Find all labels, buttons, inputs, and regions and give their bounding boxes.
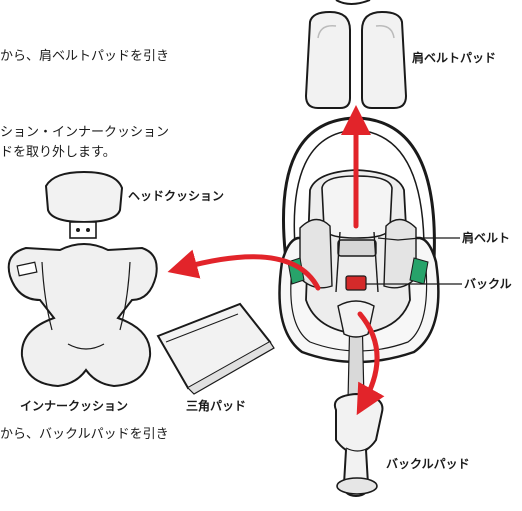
label-shoulder-belt-pad: 肩ベルトパッド xyxy=(412,51,497,65)
instruction-line-2: ション・インナークッション xyxy=(0,125,170,140)
chest-clip xyxy=(337,239,377,257)
leader-lines xyxy=(366,237,462,285)
buckle-part xyxy=(345,275,367,291)
inner-cushion-illustration xyxy=(7,243,158,388)
instruction-line-1: から、肩ベルトパッドを引き xyxy=(0,49,170,64)
arrow-left xyxy=(167,249,321,291)
shoulder-belt-pads-illustration xyxy=(304,10,408,109)
instruction-line-4: から、バックルパッドを引き xyxy=(0,427,169,442)
instruction-line-3: ドを取り外します。 xyxy=(0,145,116,160)
label-inner-cushion: インナークッション xyxy=(20,399,129,413)
label-shoulder-belt: 肩ベルト xyxy=(462,231,511,245)
top-cropped-shape xyxy=(335,0,371,5)
buckle-pad-illustration xyxy=(334,392,384,498)
triangle-pad-illustration xyxy=(156,302,275,395)
label-buckle: バックル xyxy=(464,277,512,291)
car-seat-body xyxy=(278,116,440,401)
red-arrows xyxy=(167,105,385,416)
label-triangle-pad: 三角パッド xyxy=(186,399,247,413)
label-buckle-pad: バックルパッド xyxy=(386,457,470,471)
arrow-down xyxy=(356,311,385,416)
head-cushion-illustration xyxy=(44,170,124,239)
label-head-cushion: ヘッドクッション xyxy=(128,189,225,203)
